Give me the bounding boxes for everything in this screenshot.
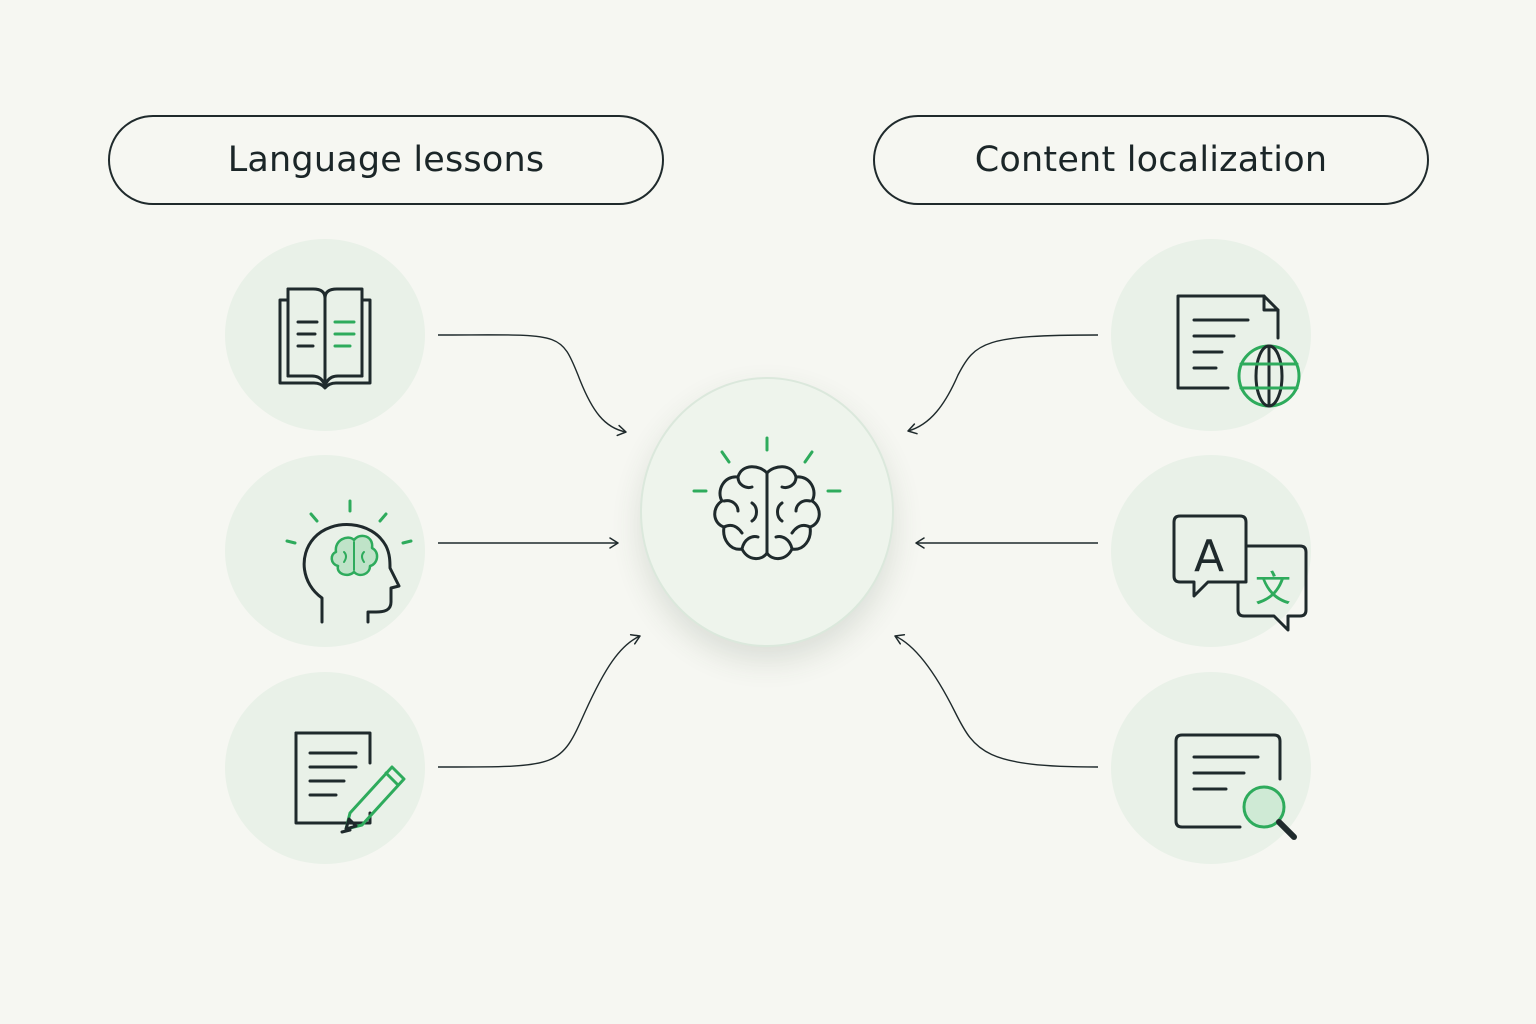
document-globe-icon	[1136, 258, 1301, 412]
document-search-icon	[1136, 691, 1297, 845]
node-document-pencil	[225, 672, 425, 864]
content-localization-text: Content localization	[974, 140, 1328, 180]
central-brain-node	[640, 377, 894, 647]
language-lessons-text: Language lessons	[227, 140, 545, 180]
open-book-icon	[250, 258, 400, 412]
node-head-brain	[225, 455, 425, 647]
content-localization-label: Content localization	[873, 115, 1429, 205]
brain-icon	[672, 415, 862, 609]
node-open-book	[225, 239, 425, 431]
language-lessons-label: Language lessons	[108, 115, 664, 205]
arrow-pencil-to-brain	[437, 633, 641, 768]
node-document-globe	[1111, 239, 1311, 431]
arrow-book-to-brain	[437, 334, 627, 437]
document-pencil-icon	[250, 691, 406, 845]
translate-latin-glyph: A	[1194, 531, 1224, 582]
head-brain-icon	[250, 474, 413, 628]
arrow-search-to-brain	[894, 633, 1099, 768]
translate-cjk-glyph: 文	[1255, 569, 1291, 610]
node-document-search	[1111, 672, 1311, 864]
arrow-globe-to-brain	[907, 334, 1099, 435]
translate-icon: A 文	[1136, 474, 1308, 632]
node-translate: A 文	[1111, 455, 1311, 647]
